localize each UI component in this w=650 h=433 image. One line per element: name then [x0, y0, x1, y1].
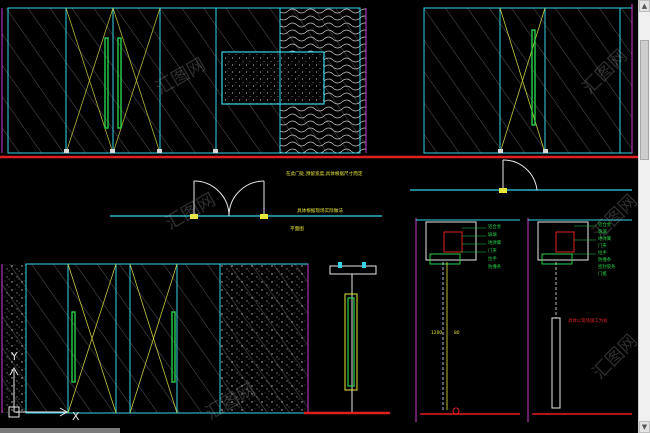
vertical-scrollbar[interactable]: ▲ ▼	[638, 0, 650, 433]
dim-label-left: 1200	[431, 330, 442, 336]
annotation-small-note: 平面图	[290, 226, 304, 232]
scroll-up-icon[interactable]: ▲	[639, 0, 650, 12]
callout-a-6: 防撞条	[488, 263, 502, 270]
callout-a-4: 门夹	[488, 247, 497, 254]
elevation-bottom-left[interactable]	[1, 263, 309, 414]
section-detail-b[interactable]: 铝合金 玻璃 地弹簧 门夹 拉手 防撞条 密封胶条 门槛 具体以现场施工为准	[527, 218, 632, 422]
watermark-text-5: 汇图网	[589, 191, 638, 244]
handle-detail[interactable]	[304, 262, 390, 415]
horizontal-scrollbar[interactable]	[0, 428, 120, 433]
ucs-x-label: X	[72, 410, 80, 423]
elevation-top-right[interactable]	[423, 4, 633, 154]
callout-a-3: 地弹簧	[488, 239, 502, 246]
callout-b-3: 地弹簧	[598, 235, 612, 242]
scroll-thumb[interactable]	[640, 40, 649, 160]
ucs-y-label: Y	[10, 350, 18, 363]
plan-double-door[interactable]: 在此门处,预留宽度,具体根据尺寸而定 具体根据现场实际做法 平面图	[110, 170, 382, 232]
scroll-down-icon[interactable]: ▼	[639, 421, 650, 433]
callout-b-1: 铝合金	[598, 221, 612, 228]
plan-single-door[interactable]	[410, 159, 632, 193]
callout-a-1: 铝合金	[488, 223, 502, 230]
annotation-mid-note: 具体根据现场实际做法	[297, 207, 343, 214]
callout-b-6: 防撞条	[598, 256, 612, 263]
watermark-text-6: 汇图网	[589, 331, 638, 384]
dim-label-right: 80	[454, 330, 460, 336]
section-detail-a[interactable]: 铝合金 玻璃 地弹簧 门夹 拉手 防撞条 1200 80	[415, 218, 520, 422]
callout-b-7: 密封胶条	[598, 263, 616, 270]
callout-a-5: 拉手	[488, 255, 497, 262]
section-note: 具体以现场施工为准	[568, 317, 608, 324]
annotation-top-note: 在此门处,预留宽度,具体根据尺寸而定	[286, 170, 363, 177]
watermark-text-2: 汇图网	[162, 189, 219, 234]
ucs-icon: Y X	[8, 350, 80, 423]
callout-b-2: 玻璃	[598, 228, 607, 235]
elevation-top-left[interactable]	[1, 7, 367, 154]
callout-b-5: 拉手	[598, 249, 607, 256]
callout-b-4: 门夹	[598, 242, 607, 249]
callout-b-8: 门槛	[598, 270, 607, 277]
callout-a-2: 玻璃	[488, 231, 497, 238]
